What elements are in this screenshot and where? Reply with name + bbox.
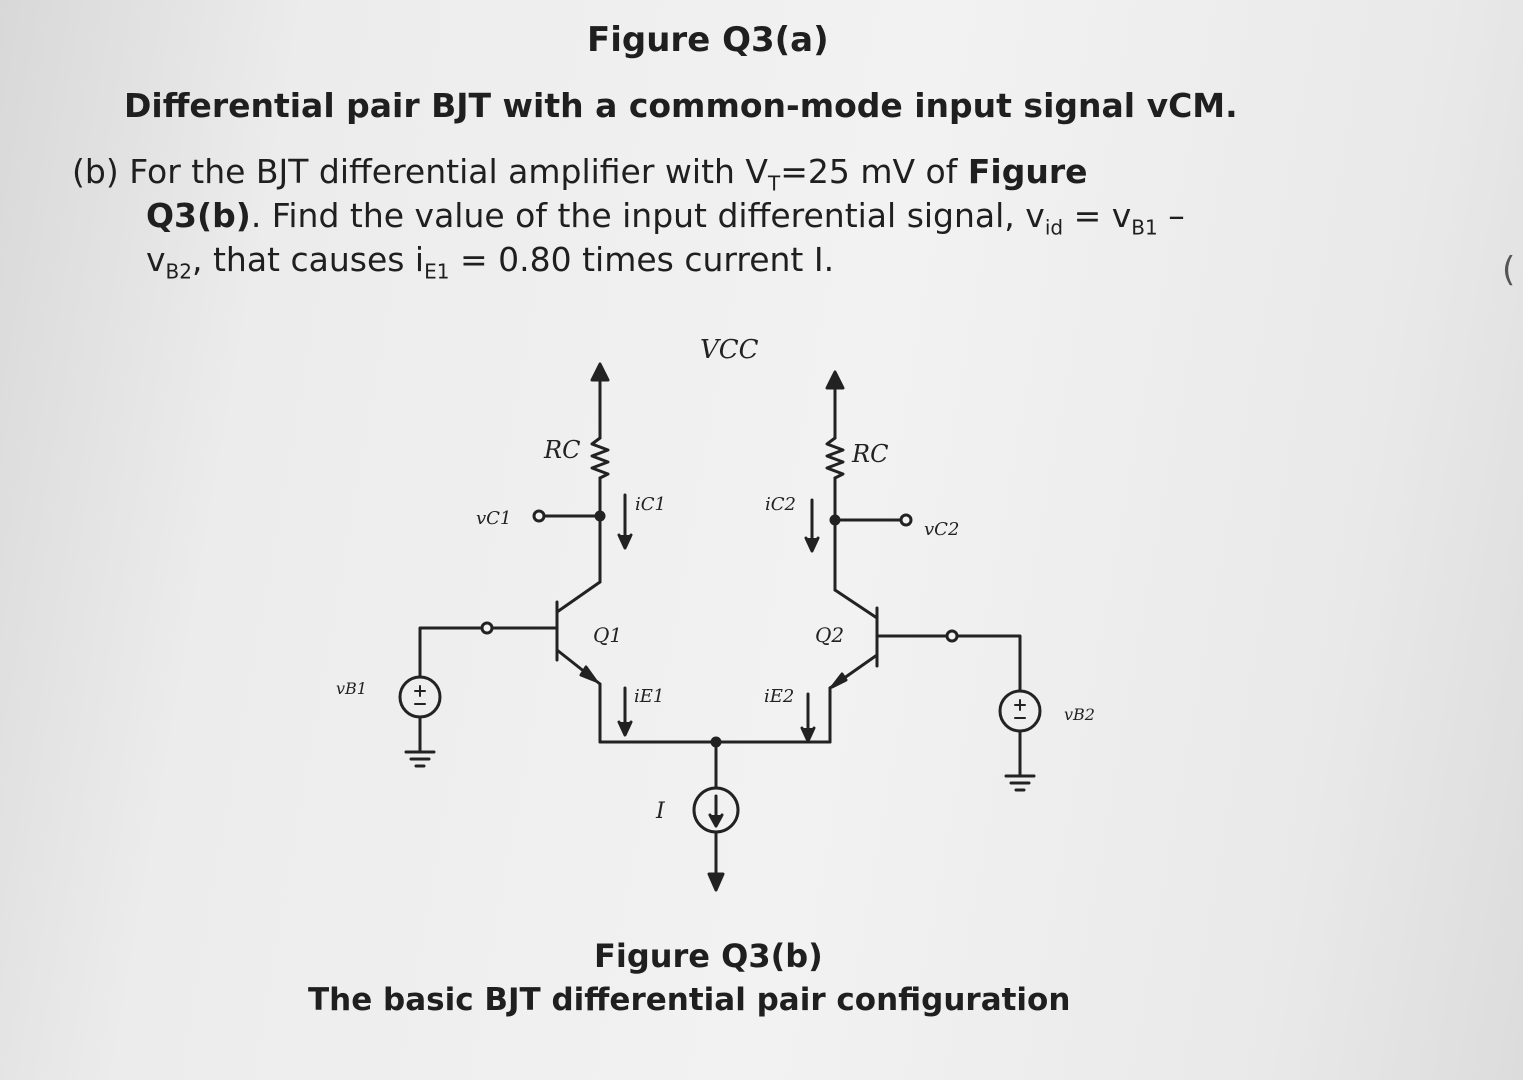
vc1-terminal bbox=[532, 509, 546, 523]
vb1-subscript: B1 bbox=[1131, 215, 1158, 240]
figure-b-title: Figure Q3(b) bbox=[594, 937, 823, 975]
vb1-wire bbox=[418, 626, 483, 678]
ic2-label: iC2 bbox=[765, 494, 796, 515]
vc2-label: vC2 bbox=[924, 519, 959, 540]
vb2-subscript: B2 bbox=[165, 259, 192, 284]
left-rc-resistor bbox=[590, 436, 610, 480]
q2-emitter-arrow bbox=[830, 672, 848, 689]
circuit-diagram: VCC RC RC vC1 vC2 iC1 iC2 Q1 Q2 iE1 iE2 … bbox=[336, 335, 1095, 892]
vt-subscript: T bbox=[768, 171, 781, 196]
vc1-label: vC1 bbox=[476, 508, 511, 529]
base1-terminal bbox=[480, 621, 494, 635]
current-source-label: I bbox=[655, 799, 666, 824]
ie2-label: iE2 bbox=[764, 686, 794, 707]
question-text-1: For the BJT differential amplifier with … bbox=[129, 152, 768, 191]
question-eq: = v bbox=[1063, 196, 1132, 235]
rc-right-label: RC bbox=[851, 440, 888, 468]
vee-arrow bbox=[707, 872, 725, 892]
vc1-node bbox=[594, 510, 606, 522]
question-text-2: . Find the value of the input differenti… bbox=[250, 196, 1045, 235]
ie1-subscript: E1 bbox=[424, 259, 450, 284]
q1-emitter-arrow bbox=[579, 665, 598, 683]
q2-collector bbox=[833, 588, 879, 620]
question-v: v bbox=[146, 240, 166, 279]
vb2-wire bbox=[956, 634, 1022, 692]
vb2-ground bbox=[1004, 774, 1036, 792]
q2-label: Q2 bbox=[815, 623, 844, 647]
figure-b-caption: The basic BJT differential pair configur… bbox=[308, 982, 1071, 1018]
question-line-1: (b) For the BJT differential amplifier w… bbox=[72, 152, 1087, 196]
base2-terminal bbox=[945, 629, 959, 643]
right-rc-resistor bbox=[825, 436, 845, 480]
question-tail: = 0.80 times current I. bbox=[449, 240, 835, 279]
q1-label: Q1 bbox=[593, 623, 622, 647]
right-vcc-arrow bbox=[825, 370, 845, 390]
figure-ref-1: Figure bbox=[967, 152, 1088, 191]
figure-ref-2: Q3(b) bbox=[146, 196, 251, 235]
figure-a-caption: Differential pair BJT with a common-mode… bbox=[124, 86, 1238, 125]
left-vcc-arrow bbox=[590, 362, 610, 382]
vb1-label: vB1 bbox=[336, 679, 367, 698]
rc-left-label: RC bbox=[543, 436, 580, 464]
question-dash: – bbox=[1157, 196, 1185, 235]
question-line-2: Q3(b). Find the value of the input diffe… bbox=[146, 196, 1185, 240]
question-line-3: vB2, that causes iE1 = 0.80 times curren… bbox=[146, 240, 834, 284]
question-text-1b: =25 mV of bbox=[780, 152, 968, 191]
ie1-label: iE1 bbox=[634, 686, 664, 707]
ic1-label: iC1 bbox=[635, 494, 666, 515]
vid-subscript: id bbox=[1044, 215, 1064, 240]
vc2-node bbox=[829, 514, 841, 526]
vcc-label: VCC bbox=[700, 335, 759, 365]
figure-a-title: Figure Q3(a) bbox=[587, 20, 829, 60]
q1-collector bbox=[555, 580, 602, 614]
edge-paren: ( bbox=[1502, 250, 1516, 290]
vb1-ground bbox=[404, 750, 436, 768]
vc2-terminal bbox=[899, 513, 913, 527]
question-label: (b) bbox=[72, 152, 119, 191]
vb2-label: vB2 bbox=[1064, 705, 1095, 724]
question-text-3: , that causes i bbox=[191, 240, 425, 279]
